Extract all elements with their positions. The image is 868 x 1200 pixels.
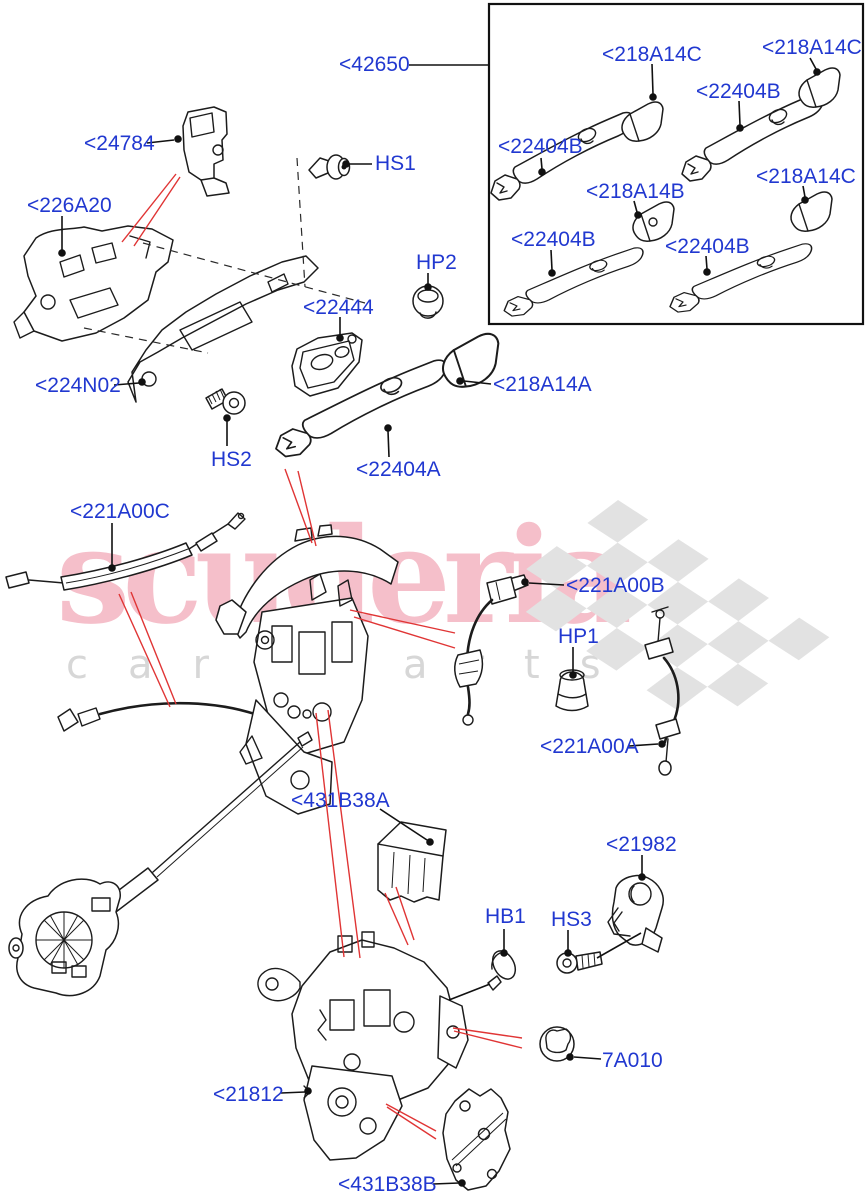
grommet-hp2 <box>412 285 444 319</box>
handle-kit-box <box>487 2 865 326</box>
lock-actuator-24784 <box>182 106 230 197</box>
latch-cover-431B38A <box>377 821 447 903</box>
handle-reinforcement-224N02 <box>127 255 319 403</box>
screw-hs3 <box>556 951 603 974</box>
part-label-HS3: HS3 <box>551 908 592 931</box>
part-label-221A00C[interactable]: <221A00C <box>70 500 170 523</box>
part-label-218A14C-c[interactable]: <218A14C <box>756 165 856 188</box>
lock-cable-221A00C <box>5 512 246 591</box>
gasket-22444 <box>291 332 363 397</box>
part-label-221A00A[interactable]: <221A00A <box>540 735 639 758</box>
part-label-22404B-c[interactable]: <22404B <box>511 228 596 251</box>
part-label-226A20[interactable]: <226A20 <box>27 194 112 217</box>
part-label-HP2: HP2 <box>416 251 457 274</box>
part-label-HS2: HS2 <box>211 448 252 471</box>
door-handle-kit-item <box>490 67 841 317</box>
door-latch-assembly-upper <box>215 524 399 815</box>
part-label-42650[interactable]: <42650 <box>339 53 410 76</box>
part-label-22444[interactable]: <22444 <box>303 296 374 319</box>
part-label-21812[interactable]: <21812 <box>213 1083 284 1106</box>
part-label-431B38A[interactable]: <431B38A <box>291 789 390 812</box>
part-label-22404B-d[interactable]: <22404B <box>665 235 750 258</box>
part-label-7A010: 7A010 <box>602 1049 663 1072</box>
striker-21982 <box>607 874 664 953</box>
lock-cable-221A00A <box>644 606 681 776</box>
handle-bracket-226A20 <box>13 225 174 342</box>
grommet-hp1 <box>555 669 589 712</box>
part-label-22404A[interactable]: <22404A <box>356 458 441 481</box>
part-label-224N02[interactable]: <224N02 <box>35 374 121 397</box>
part-label-218A14B[interactable]: <218A14B <box>586 180 685 203</box>
part-label-221A00B[interactable]: <221A00B <box>566 574 665 597</box>
fastener-hs1 <box>308 154 351 180</box>
part-label-HP1: HP1 <box>558 625 599 648</box>
red-pointer-lines <box>118 173 523 1140</box>
latch-cover-431B38B <box>442 1088 511 1191</box>
part-label-218A14C-a[interactable]: <218A14C <box>602 43 702 66</box>
part-label-218A14C-b[interactable]: <218A14C <box>762 36 862 59</box>
part-label-431B38B[interactable]: <431B38B <box>338 1173 437 1196</box>
part-label-22404B-b[interactable]: <22404B <box>696 80 781 103</box>
part-label-22404B-a[interactable]: <22404B <box>498 135 583 158</box>
checkered-flag-watermark <box>525 500 830 710</box>
bumper-hb1 <box>487 950 517 991</box>
alignment-dashed-lines <box>83 157 366 354</box>
part-label-HB1: HB1 <box>485 905 526 928</box>
screw-hs2 <box>205 388 246 415</box>
cap-7A010 <box>539 1026 575 1062</box>
part-label-21982[interactable]: <21982 <box>606 833 677 856</box>
part-label-218A14A[interactable]: <218A14A <box>493 373 592 396</box>
leader-lines <box>58 57 821 1187</box>
part-label-HS1: HS1 <box>375 152 416 175</box>
part-label-24784[interactable]: <24784 <box>84 132 155 155</box>
window-motor-unit <box>8 731 313 997</box>
door-latch-assembly-lower <box>257 931 469 1161</box>
